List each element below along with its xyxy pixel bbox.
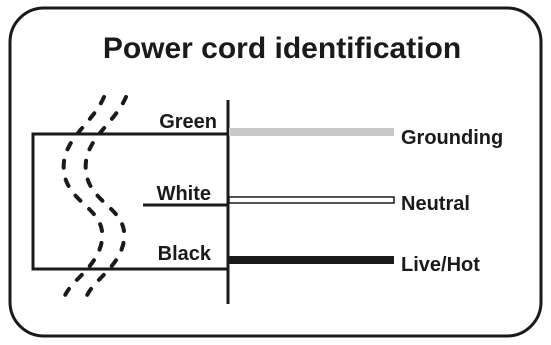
wire-color-label-green: Green <box>159 111 217 133</box>
diagram-frame <box>8 6 543 338</box>
cable-bracket <box>31 132 100 271</box>
wire-function-label-neutral: Neutral <box>401 193 470 215</box>
wire-color-label-white: White <box>157 183 211 205</box>
wire-live-hot <box>229 256 394 264</box>
wire-function-label-grounding: Grounding <box>401 127 503 149</box>
diagram-title: Power cord identification <box>103 32 461 65</box>
wire-neutral <box>228 196 395 204</box>
wire-color-label-black: Black <box>158 243 212 265</box>
wire-function-label-live-hot: Live/Hot <box>401 254 480 276</box>
wire-grounding <box>229 128 394 136</box>
